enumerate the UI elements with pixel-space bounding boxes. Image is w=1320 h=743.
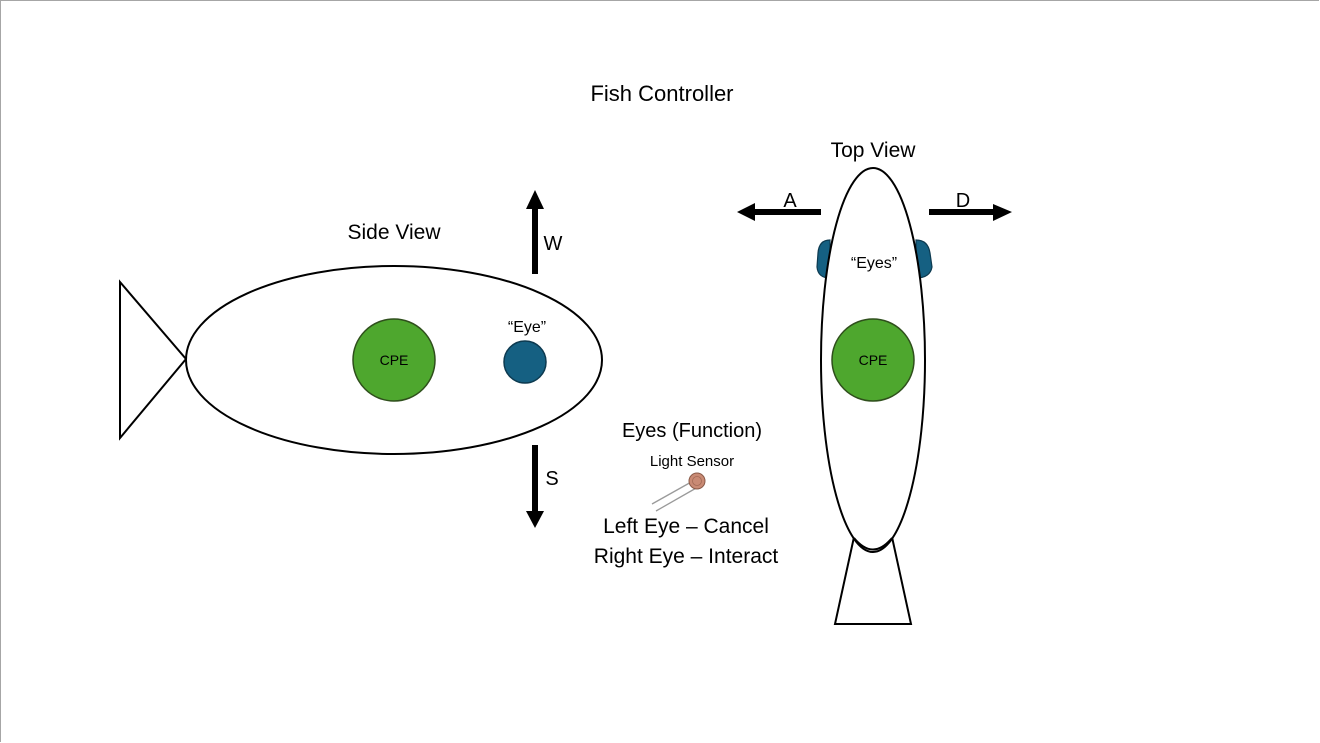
left-arrow-icon [737,203,755,221]
down-arrow-icon [526,511,544,528]
down-arrow-shaft [532,445,538,511]
side-view: Side View CPE “Eye” W S [119,190,603,528]
side-eye-label: “Eye” [508,319,546,336]
top-view-label: Top View [831,139,917,162]
diagram-title: Fish Controller [590,81,733,106]
side-tail-fin [119,279,188,441]
left-key-label: A [783,190,797,212]
down-key-label: S [545,468,558,490]
top-cpe-circle [831,318,915,402]
left-eye-function: Left Eye – Cancel [603,515,769,538]
top-tail-joint [853,537,893,551]
side-cpe-circle [352,318,436,402]
right-arrow-icon [993,204,1012,221]
side-view-label: Side View [347,221,441,244]
top-cpe-label: CPE [859,352,888,368]
side-eye-circle [503,340,547,384]
light-sensor-label: Light Sensor [650,453,734,470]
eyes-function-heading: Eyes (Function) [622,420,762,442]
up-key-label: W [544,233,563,255]
side-cpe-label: CPE [380,352,409,368]
right-eye-function: Right Eye – Interact [594,545,779,568]
top-right-eye [915,239,933,279]
left-arrow-shaft [753,209,821,215]
top-eyes-label: “Eyes” [851,255,897,272]
up-arrow-shaft [532,207,538,274]
right-arrow-shaft [929,209,995,215]
light-sensor-icon [651,472,706,512]
top-view: Top View “Eyes” CPE A D [737,139,1012,625]
up-arrow-icon [526,190,544,209]
eyes-function: Eyes (Function) Light Sensor Left Eye – … [594,420,779,568]
right-key-label: D [956,190,970,212]
